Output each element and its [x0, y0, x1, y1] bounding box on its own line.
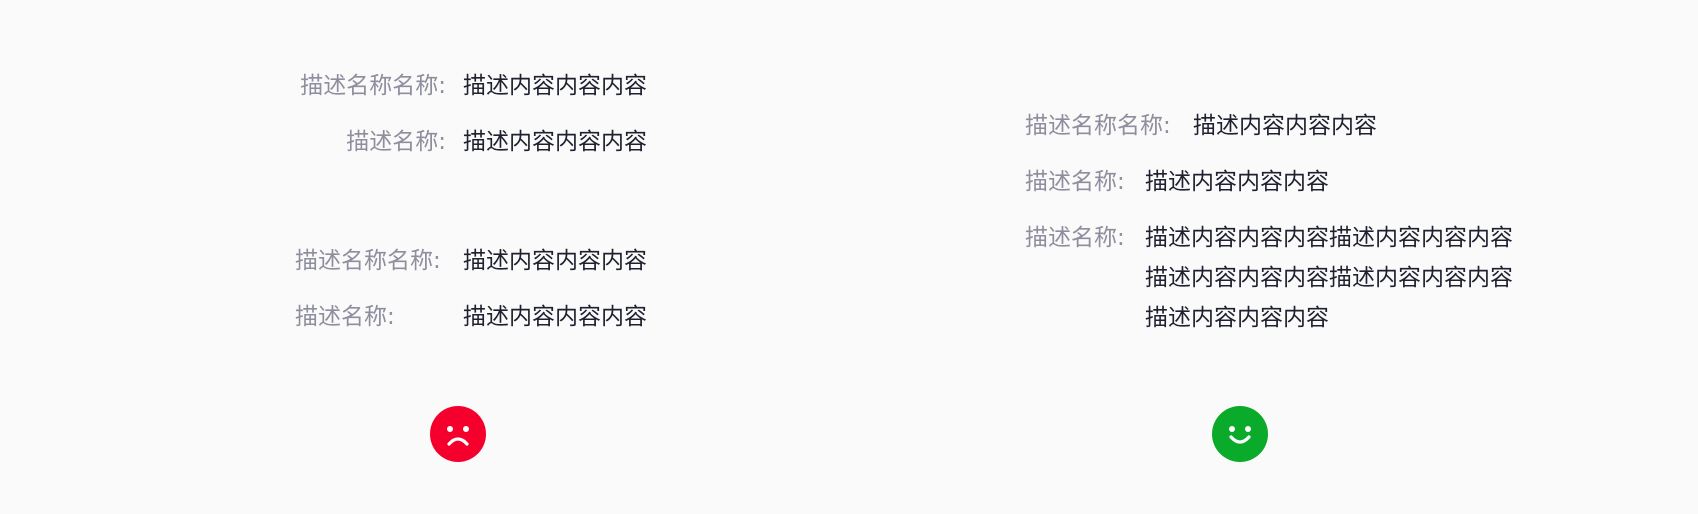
- good-row-1: 描述名称名称: 描述内容内容内容: [1025, 113, 1645, 143]
- bad-group2-row-2: 描述名称: 描述内容内容内容: [0, 304, 700, 334]
- field-label: 描述名称名称:: [1025, 113, 1171, 139]
- field-value: 描述内容内容内容: [1145, 169, 1329, 195]
- field-value: 描述内容内容内容: [463, 248, 647, 274]
- field-label: 描述名称:: [1025, 225, 1125, 251]
- good-row-2: 描述名称: 描述内容内容内容: [1025, 169, 1645, 199]
- good-row-multiline: 描述名称: 描述内容内容内容描述内容内容内容 描述内容内容内容描述内容内容内容 …: [1025, 225, 1645, 355]
- value-line: 描述内容内容内容描述内容内容内容: [1145, 265, 1513, 291]
- field-value-multiline: 描述内容内容内容描述内容内容内容 描述内容内容内容描述内容内容内容 描述内容内容…: [1145, 225, 1513, 345]
- bad-group1-row-2: 描述名称: 描述内容内容内容: [0, 129, 700, 159]
- field-label: 描述名称:: [1025, 169, 1125, 195]
- field-label: 描述名称名称:: [300, 73, 446, 99]
- field-value: 描述内容内容内容: [463, 129, 647, 155]
- bad-group1-row-1: 描述名称名称: 描述内容内容内容: [0, 73, 700, 103]
- field-value: 描述内容内容内容: [463, 73, 647, 99]
- field-value: 描述内容内容内容: [1193, 113, 1377, 139]
- field-label: 描述名称:: [346, 129, 446, 155]
- field-label: 描述名称名称:: [295, 248, 441, 274]
- bad-group2-row-1: 描述名称名称: 描述内容内容内容: [0, 248, 700, 278]
- sad-face-icon: [430, 406, 486, 462]
- field-label: 描述名称:: [295, 304, 395, 330]
- value-line: 描述内容内容内容: [1145, 305, 1329, 331]
- value-line: 描述内容内容内容描述内容内容内容: [1145, 225, 1513, 251]
- field-value: 描述内容内容内容: [463, 304, 647, 330]
- happy-face-icon: [1212, 406, 1268, 462]
